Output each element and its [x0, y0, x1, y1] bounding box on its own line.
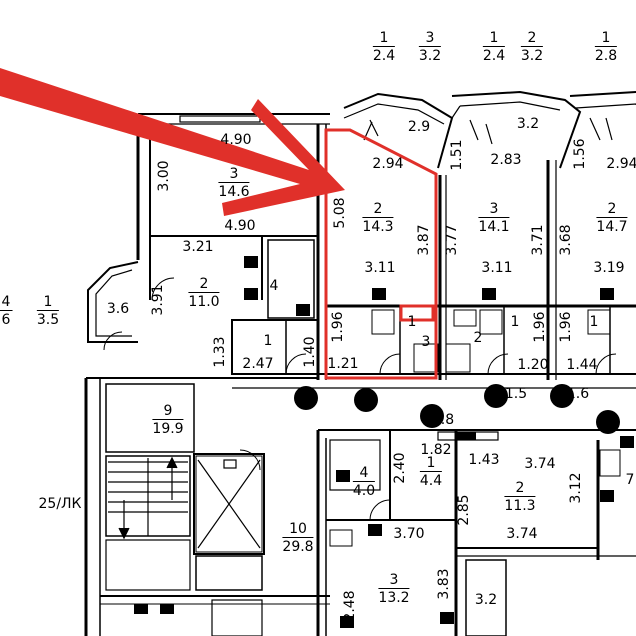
dimension-label: 1.40	[302, 336, 318, 368]
dimension-label: 2.94	[372, 156, 404, 172]
dimension-label: 1.21	[327, 356, 359, 372]
dimension-label: 2.94	[606, 156, 636, 172]
dimension-label: 4.90	[220, 132, 252, 148]
stair-code-label: 25/ЛК	[38, 496, 82, 512]
dimension-label: 1.96	[558, 311, 574, 343]
room-number: 1	[263, 333, 273, 349]
dimension-label: 3.74	[524, 456, 556, 472]
dimension-label: 3.6	[106, 301, 130, 317]
room-number: 3	[421, 334, 431, 350]
dimension-label: 2.9	[407, 119, 431, 135]
dimension-label: 3.21	[182, 239, 214, 255]
dimension-label: 3.70	[393, 526, 425, 542]
dimension-label: 1.8	[431, 412, 455, 428]
dimension-label: 3.77	[444, 224, 460, 256]
dimension-label: 1.6	[566, 386, 590, 402]
dimension-label: 1.33	[212, 336, 228, 368]
room-number: 4	[269, 278, 279, 294]
dimension-label: 3.74	[506, 526, 538, 542]
elevator-icon	[197, 459, 261, 549]
red-arrow-icon	[0, 68, 345, 216]
dimension-label: 2.85	[456, 494, 472, 526]
dimension-label: 3.71	[530, 224, 546, 256]
dimension-label: 1.5	[504, 386, 528, 402]
room-number: 1	[407, 314, 417, 330]
dimension-label: 3.11	[481, 260, 513, 276]
dimension-label: 3.2	[474, 592, 498, 608]
dimension-label: 1.96	[532, 311, 548, 343]
dimension-label: 2.47	[242, 356, 274, 372]
room-number: 1	[510, 314, 520, 330]
dimension-label: 3.00	[156, 160, 172, 192]
dimension-label: 3.12	[568, 472, 584, 504]
stair-icon	[108, 456, 188, 540]
dimension-label: 3.83	[436, 568, 452, 600]
dimension-label: 3.68	[558, 224, 574, 256]
room-number: 2	[473, 330, 483, 346]
walls	[84, 90, 636, 636]
fixture-hatch	[134, 256, 634, 628]
dimension-label: 1.56	[572, 138, 588, 170]
dimension-label: 4.90	[224, 218, 256, 234]
dimension-label: 5.08	[332, 197, 348, 229]
dimension-label: 3.2	[516, 116, 540, 132]
dimension-label: 2.48	[342, 590, 358, 622]
column-icon	[294, 384, 620, 434]
dimension-label: 1.20	[517, 357, 549, 373]
dimension-label: 3.91	[150, 284, 166, 316]
dimension-label: 1.51	[449, 139, 465, 171]
dimension-label: 1.43	[468, 452, 500, 468]
dimension-label: 2.83	[490, 152, 522, 168]
room-number: 7	[625, 472, 635, 488]
dimension-label: 2.40	[392, 452, 408, 484]
dimension-label: 3.87	[416, 224, 432, 256]
highlighted-unit	[324, 128, 438, 380]
dimension-label: 1.96	[330, 311, 346, 343]
dimension-label: 3.11	[364, 260, 396, 276]
dimension-label: 3.19	[593, 260, 625, 276]
dimension-label: 1.44	[566, 357, 598, 373]
dimension-label: 1.82	[420, 442, 452, 458]
room-number: 1	[589, 314, 599, 330]
